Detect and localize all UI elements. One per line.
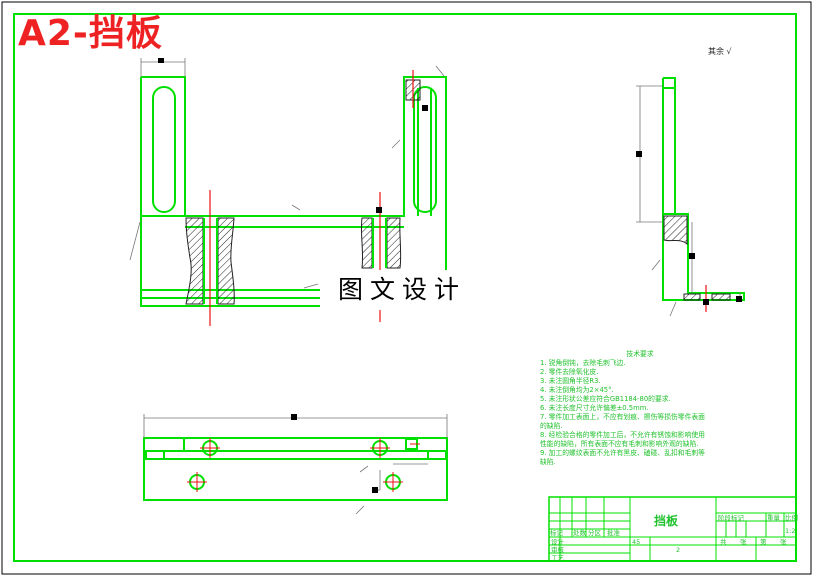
tb-label: 阶段标记 bbox=[718, 514, 744, 522]
dim-marker bbox=[376, 207, 382, 213]
roughness-symbol-icon: √ bbox=[726, 47, 732, 56]
dim-marker bbox=[736, 296, 742, 302]
tech-req-item: 9. 加工的螺纹表面不允许有黑皮、磕碰、乱扣和毛刺等缺陷. bbox=[540, 449, 705, 466]
side-view bbox=[662, 77, 745, 301]
tb-label: 张 bbox=[740, 538, 747, 546]
top-view bbox=[143, 437, 448, 501]
technical-requirements: 技术要求 1. 锐角倒钝，去除毛刺飞边. 2. 零件去除氧化皮. 3. 未注圆角… bbox=[540, 350, 710, 467]
tb-label: 分区 bbox=[588, 529, 601, 537]
part-name: 挡板 bbox=[654, 514, 679, 528]
title-block bbox=[548, 496, 797, 562]
tech-req-item: 5. 未注形状公差应符合GB1184-80的要求. bbox=[540, 395, 671, 403]
material-value: 45 bbox=[632, 538, 641, 546]
tb-label: 重量 bbox=[767, 514, 780, 522]
dim-marker bbox=[703, 299, 709, 305]
front-view-sections bbox=[185, 79, 421, 305]
tb-label: 处数 bbox=[573, 529, 586, 537]
roughness-note: 其余 √ bbox=[708, 46, 732, 57]
quantity-value: 2 bbox=[676, 546, 681, 554]
tech-req-item: 8. 经检验合格的零件加工后，不允许有锈蚀和影响使用性能的缺陷，所有表面不应有毛… bbox=[540, 431, 705, 448]
inner-frame bbox=[13, 13, 797, 562]
dim-marker bbox=[689, 253, 695, 259]
tb-label: 比例 bbox=[785, 514, 798, 522]
tb-label: 标记 bbox=[550, 529, 563, 537]
tech-req-item: 3. 未注圆角半径R3. bbox=[540, 377, 601, 385]
dim-marker bbox=[158, 58, 164, 63]
tb-label: 工艺 bbox=[551, 554, 564, 562]
tb-label: 设计 bbox=[551, 538, 564, 546]
dim-marker bbox=[636, 151, 642, 157]
roughness-note-label: 其余 bbox=[708, 47, 724, 56]
dim-marker bbox=[422, 105, 428, 111]
top-view-centerlines bbox=[187, 438, 420, 492]
tech-req-item: 2. 零件去除氧化皮. bbox=[540, 368, 599, 376]
tech-req-title: 技术要求 bbox=[626, 350, 654, 358]
tb-label: 共 bbox=[720, 538, 727, 546]
tech-req-item: 6. 未注长度尺寸允许偏差±0.5mm. bbox=[540, 404, 649, 412]
tech-req-item: 1. 锐角倒钝，去除毛刺飞边. bbox=[540, 359, 626, 367]
tb-label: 第 bbox=[760, 538, 767, 546]
tb-label: 审核 bbox=[551, 546, 564, 554]
scale-value: 1:2 bbox=[785, 527, 796, 535]
tb-label: 批准 bbox=[607, 529, 620, 537]
dim-marker bbox=[291, 414, 297, 420]
drawing-title: A2-挡板 bbox=[18, 13, 163, 54]
dim-marker bbox=[372, 487, 378, 493]
tb-label: 张 bbox=[780, 538, 787, 546]
tech-req-item: 4. 未注倒角均为2×45°. bbox=[540, 386, 614, 394]
watermark-text: 图文设计 bbox=[320, 270, 488, 310]
tech-req-item: 7. 零件加工表面上，不应有划痕、擦伤等损伤零件表面的缺陷. bbox=[540, 413, 705, 430]
side-view-sections bbox=[663, 215, 731, 312]
